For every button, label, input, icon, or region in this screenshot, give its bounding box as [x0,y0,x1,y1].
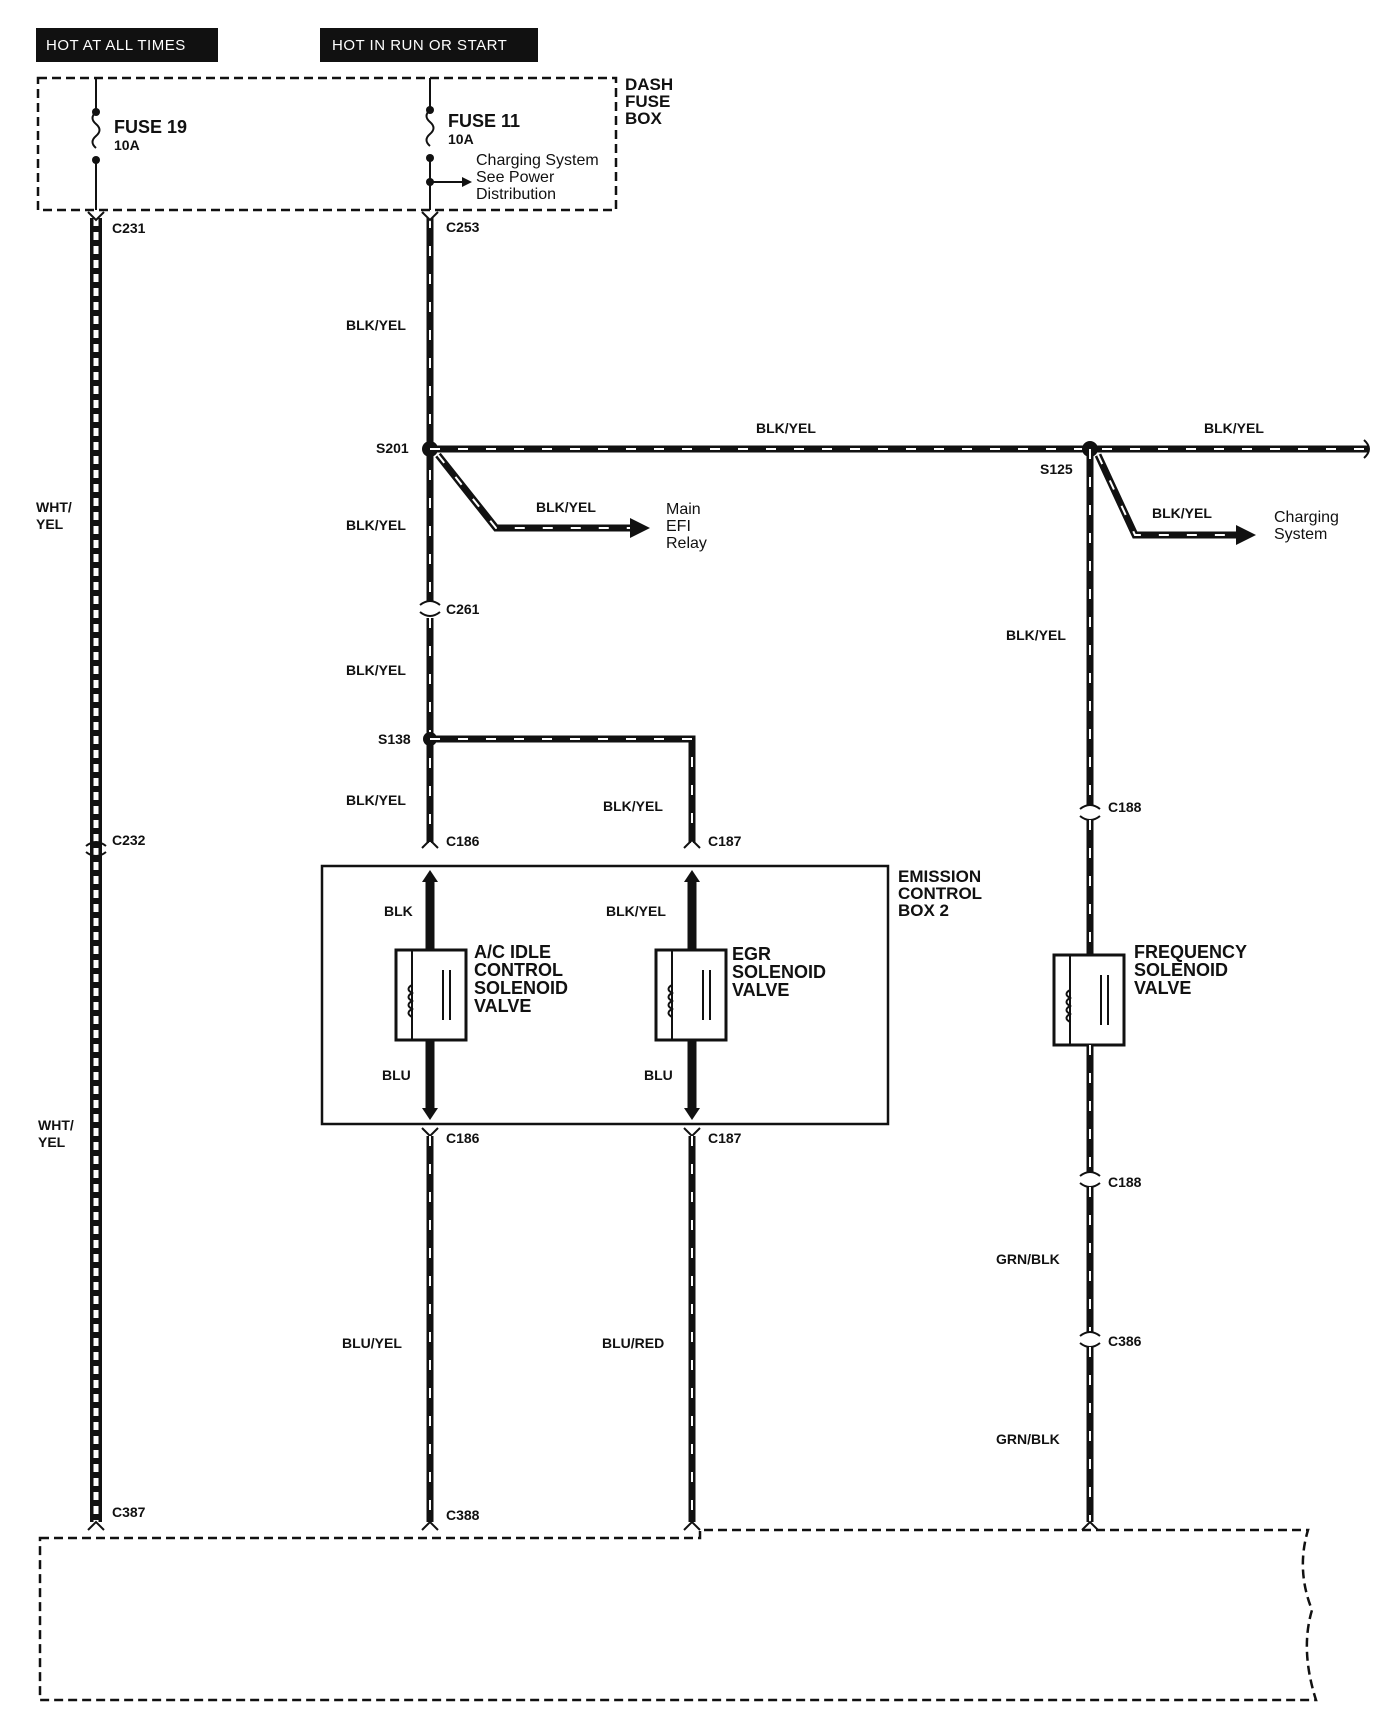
ac-idle-solenoid [394,870,468,1120]
header-hot-run-start: HOT IN RUN OR START [320,28,538,62]
bottom-component-box [38,1528,1318,1702]
wire-label-blk-yel-bus-2: BLK/YEL [1204,420,1264,436]
wire-blk-yel-main [419,211,441,849]
ac-idle-label-4: VALVE [474,996,531,1016]
wire-blu-red [683,1127,701,1531]
wire-label-blk-yel-1: BLK/YEL [346,317,406,333]
header-hot-always: HOT AT ALL TIMES [36,28,218,62]
frequency-label-3: VALVE [1134,978,1191,998]
wire-label-blk-yel-2: BLK/YEL [346,517,406,533]
wire-label-blk-yel-bus-1: BLK/YEL [756,420,816,436]
emission-box-title-1: EMISSION [898,867,981,886]
egr-solenoid [654,870,728,1120]
wire-wht-yel [85,211,107,1531]
connector-c186-top: C186 [446,833,480,849]
fuse-19-name: FUSE 19 [114,117,187,137]
wire-label-wht-2: WHT/ [38,1117,74,1133]
fuse-11-name: FUSE 11 [448,111,520,131]
main-efi-1: Main [666,501,701,518]
ac-idle-label-2: CONTROL [474,960,563,980]
connector-c187-top: C187 [708,833,742,849]
wire-label-blk-yel-3: BLK/YEL [346,662,406,678]
wire-label-blk-yel-4: BLK/YEL [346,792,406,808]
ac-idle-label-3: SOLENOID [474,978,568,998]
wire-label-blu-egr: BLU [644,1067,673,1083]
charging-system-1: Charging [1274,509,1339,526]
wire-label-blk-yel-egr-in: BLK/YEL [606,903,666,919]
splice-s138-label: S138 [378,731,411,747]
connector-c188-bottom: C188 [1108,1174,1142,1190]
connector-c261: C261 [446,601,480,617]
ac-idle-label-1: A/C IDLE [474,942,551,962]
fuse-19-rating: 10A [114,137,140,153]
wire-blk-yel-efi [435,452,650,538]
wire-blk-yel-bus [430,439,1370,459]
header-hot-run-start-label: HOT IN RUN OR START [332,37,507,54]
charging-system-2: System [1274,526,1327,543]
wire-label-grn-blk-2: GRN/BLK [996,1431,1060,1447]
connector-c253: C253 [446,219,480,235]
wire-label-grn-blk-1: GRN/BLK [996,1251,1060,1267]
connector-c386: C386 [1108,1333,1142,1349]
frequency-label-2: SOLENOID [1134,960,1228,980]
wire-blk-yel-egr [430,735,701,849]
wire-label-blu-ac: BLU [382,1067,411,1083]
fuse-box-title-1: DASH [625,75,673,94]
egr-label-1: EGR [732,944,771,964]
fuse-11 [425,78,472,210]
wire-label-blu-yel: BLU/YEL [342,1335,402,1351]
charging-note-1: Charging System [476,152,599,169]
wire-blk-yel-right [1079,449,1101,955]
wire-label-yel-2: YEL [38,1134,66,1150]
wire-label-blk: BLK [384,903,413,919]
fuse-box-title-2: FUSE [625,92,670,111]
wire-blk-yel-charging [1094,453,1256,545]
frequency-label-1: FREQUENCY [1134,942,1247,962]
wire-grn-blk [1079,1045,1101,1531]
splice-s201-label: S201 [376,440,409,456]
frequency-solenoid [1052,953,1126,1047]
connector-c188-top: C188 [1108,799,1142,815]
connector-c387: C387 [112,1504,146,1520]
fuse-11-rating: 10A [448,131,474,147]
splice-s125-label: S125 [1040,461,1073,477]
wire-label-blk-yel-right: BLK/YEL [1006,627,1066,643]
wire-label-blk-yel-efi: BLK/YEL [536,499,596,515]
main-efi-2: EFI [666,518,691,535]
wire-label-blu-red: BLU/RED [602,1335,664,1351]
charging-note-2: See Power [476,169,555,186]
connector-c186-bottom: C186 [446,1130,480,1146]
emission-box-title-2: CONTROL [898,884,982,903]
main-efi-3: Relay [666,535,707,552]
emission-control-box [320,864,890,1126]
wire-label-blk-yel-egr: BLK/YEL [603,798,663,814]
wire-label-wht-1: WHT/ [36,499,72,515]
connector-c232: C232 [112,832,146,848]
charging-note-3: Distribution [476,186,556,203]
header-hot-always-label: HOT AT ALL TIMES [46,37,186,54]
egr-label-3: VALVE [732,980,789,1000]
connector-c187-bottom: C187 [708,1130,742,1146]
connector-c388: C388 [446,1507,480,1523]
connector-c231: C231 [112,220,146,236]
dash-fuse-box [36,76,618,212]
fuse-box-title-3: BOX [625,109,663,128]
wire-label-blk-yel-charging: BLK/YEL [1152,505,1212,521]
emission-box-title-3: BOX 2 [898,901,949,920]
wire-label-yel-1: YEL [36,516,64,532]
fuse-19 [91,78,101,210]
wire-blu-yel [421,1127,439,1531]
egr-label-2: SOLENOID [732,962,826,982]
